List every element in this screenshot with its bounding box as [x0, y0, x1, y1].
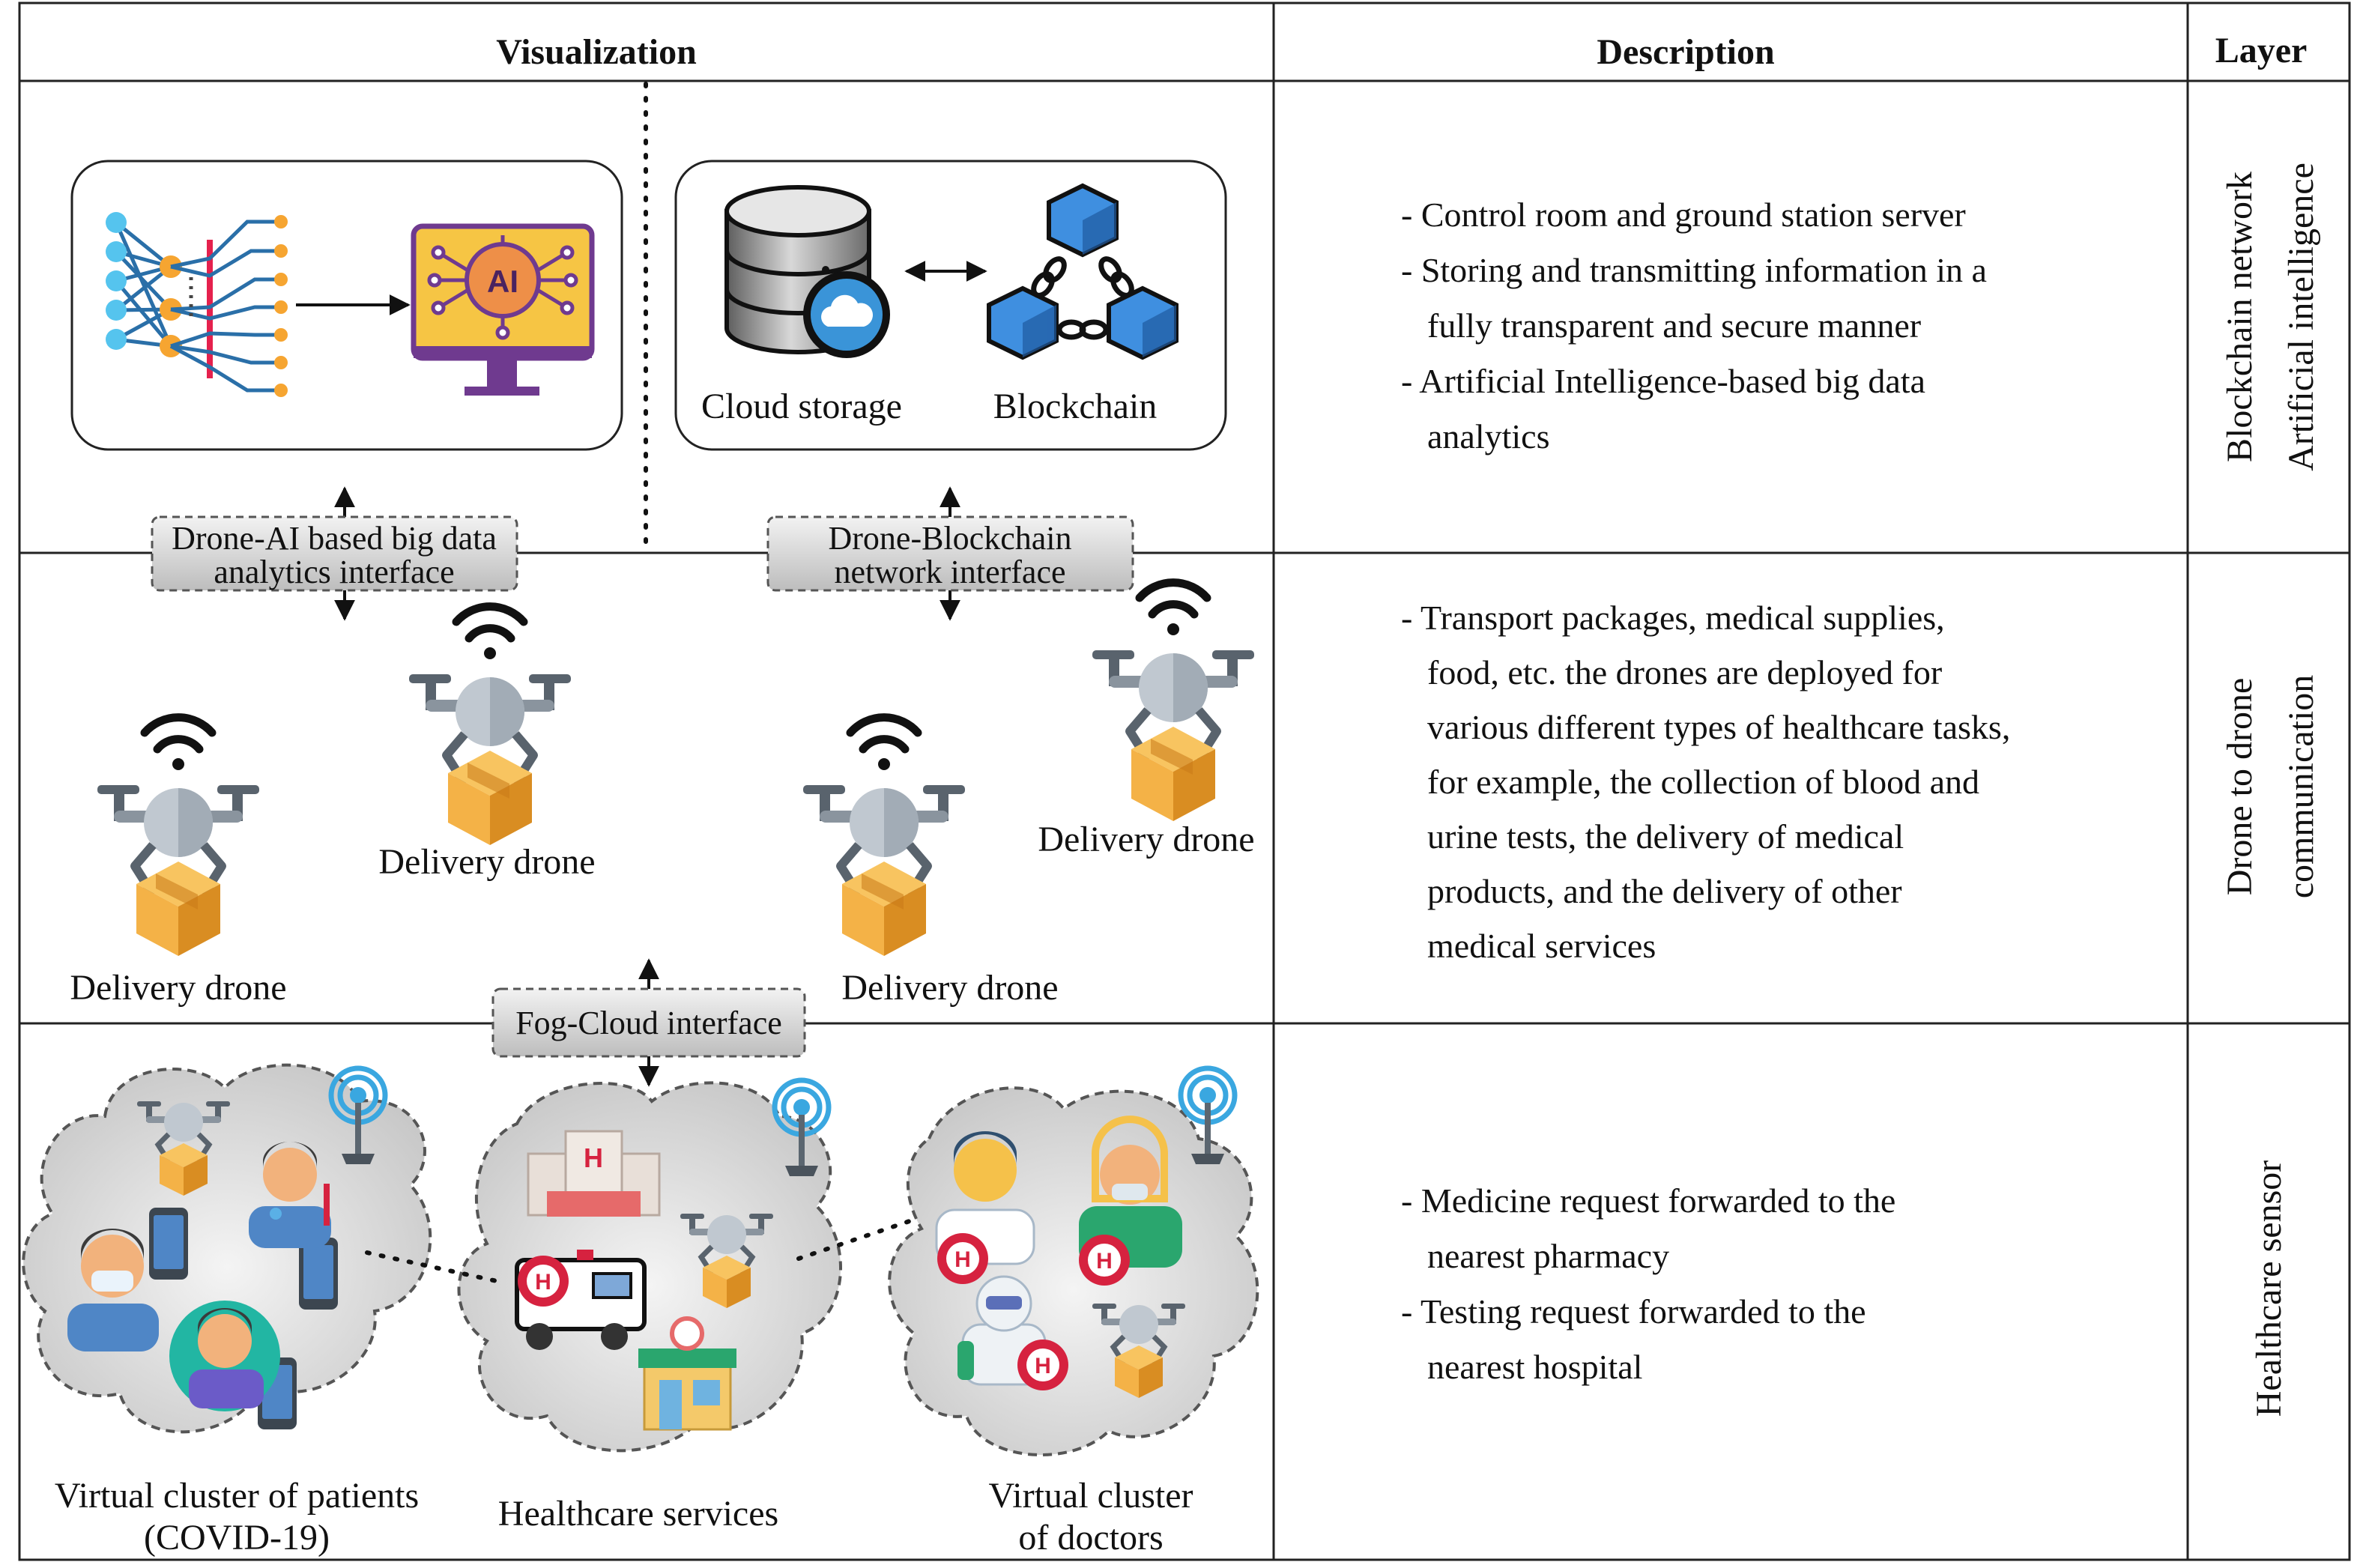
phone-icon-2 [299, 1238, 338, 1310]
svg-text:- Testing request forwarded to: - Testing request forwarded to the [1401, 1292, 1866, 1331]
svg-text:network interface: network interface [834, 554, 1065, 590]
patients-cluster-sublabel: (COVID-19) [144, 1518, 330, 1558]
layer-label-top: Blockchain network Artificial intelligen… [2220, 163, 2321, 471]
healthcare-services-cluster: H Healthcare services [457, 1080, 843, 1534]
headache-patient-icon [169, 1301, 280, 1411]
svg-text:products, and the delivery of: products, and the delivery of other [1427, 872, 1902, 910]
header-layer: Layer [2215, 31, 2308, 70]
protected-doctor-h-badge [1079, 1235, 1130, 1286]
svg-text:Fog-Cloud interface: Fog-Cloud interface [515, 1005, 782, 1041]
pharmacy-icon [638, 1316, 736, 1431]
description-top: - Control room and ground station server… [1401, 196, 1987, 455]
svg-text:- Transport packages, medical: - Transport packages, medical supplies, [1401, 599, 1945, 637]
services-doctors-connector [796, 1219, 912, 1261]
phone-icon-1 [149, 1208, 188, 1280]
layer-label-middle: Drone to drone communication [2220, 675, 2321, 899]
svg-text:analytics interface: analytics interface [214, 554, 454, 590]
delivery-drone-icon-4 [1092, 583, 1254, 821]
description-bottom: - Medicine request forwarded to the near… [1401, 1181, 1895, 1386]
delivery-drone-icon-1 [97, 718, 259, 956]
drone-label-3: Delivery drone [841, 968, 1058, 1008]
delivery-drone-icon-2 [409, 607, 571, 845]
hazmat-doctor-h-badge [1017, 1340, 1068, 1390]
doctors-cluster: Virtual cluster of doctors [888, 1068, 1259, 1558]
svg-text:- Control room and ground stat: - Control room and ground station server [1401, 196, 1966, 234]
svg-text:Drone to drone: Drone to drone [2220, 678, 2260, 896]
layer-label-bottom: Healthcare sensor [2249, 1160, 2289, 1417]
svg-text:nearest pharmacy: nearest pharmacy [1427, 1237, 1669, 1275]
svg-text:fully transparent and secure m: fully transparent and secure manner [1427, 306, 1921, 345]
database-icon [724, 185, 890, 358]
svg-text:urine tests, the delivery of m: urine tests, the delivery of medical [1427, 817, 1904, 856]
doctor-h-badge [937, 1233, 988, 1284]
doctors-cluster-label: Virtual cluster [988, 1476, 1193, 1516]
svg-text:communication: communication [2281, 675, 2321, 899]
svg-text:food, etc. the drones are depl: food, etc. the drones are deployed for [1427, 653, 1942, 691]
ai-interface-box: Drone-AI based big data analytics interf… [151, 515, 518, 592]
blockchain-icon [987, 183, 1179, 360]
storage-blockchain-panel: Cloud storage Blockchain [674, 160, 1227, 451]
patients-services-connector [365, 1250, 506, 1285]
svg-text:- Medicine request forwarded t: - Medicine request forwarded to the [1401, 1181, 1895, 1220]
drone-label-1: Delivery drone [70, 968, 286, 1008]
svg-text:Drone-Blockchain: Drone-Blockchain [829, 520, 1072, 557]
doctors-cluster-sublabel: of doctors [1018, 1518, 1163, 1558]
svg-text:Blockchain network: Blockchain network [2220, 172, 2260, 462]
cloud-storage-label: Cloud storage [701, 387, 902, 426]
svg-text:Healthcare sensor: Healthcare sensor [2249, 1160, 2289, 1417]
svg-text:medical services: medical services [1427, 927, 1656, 965]
neural-network-icon [106, 212, 288, 397]
ambulance-h-badge [518, 1256, 569, 1307]
svg-text:Artificial intelligence: Artificial intelligence [2281, 163, 2321, 471]
patients-cluster-label: Virtual cluster of patients [55, 1476, 419, 1516]
blockchain-interface-box: Drone-Blockchain network interface [766, 515, 1134, 592]
delivery-drone-icon-3 [803, 718, 965, 956]
svg-text:- Storing and transmitting inf: - Storing and transmitting information i… [1401, 251, 1987, 289]
svg-text:Drone-AI based big data: Drone-AI based big data [172, 520, 497, 557]
table-grid [18, 1, 2351, 1561]
svg-text:nearest hospital: nearest hospital [1427, 1348, 1642, 1386]
blockchain-label: Blockchain [993, 387, 1158, 426]
header-description: Description [1597, 32, 1774, 72]
drone-label-4: Delivery drone [1038, 820, 1254, 859]
svg-text:for example, the collection of: for example, the collection of blood and [1427, 763, 1979, 801]
description-middle: - Transport packages, medical supplies, … [1401, 599, 2010, 965]
ai-monitor-icon: AI [411, 223, 595, 396]
fog-cloud-interface-box: Fog-Cloud interface [491, 987, 806, 1058]
sick-patient-icon [249, 1142, 331, 1248]
ai-panel: AI [70, 160, 623, 451]
svg-text:H: H [584, 1142, 603, 1173]
svg-text:- Artificial Intelligence-base: - Artificial Intelligence-based big data [1401, 362, 1925, 400]
header-visualization: Visualization [496, 32, 697, 72]
drone-label-2: Delivery drone [378, 842, 595, 882]
hospital-building-icon: H [527, 1130, 661, 1217]
masked-patient-icon [67, 1229, 159, 1351]
patients-cluster: Virtual cluster of patients (COVID-19) [22, 1063, 432, 1558]
svg-text:various different types of hea: various different types of healthcare ta… [1427, 708, 2010, 746]
healthcare-services-label: Healthcare services [498, 1494, 778, 1534]
svg-text:analytics: analytics [1427, 417, 1550, 455]
ai-badge-text: AI [487, 264, 518, 299]
